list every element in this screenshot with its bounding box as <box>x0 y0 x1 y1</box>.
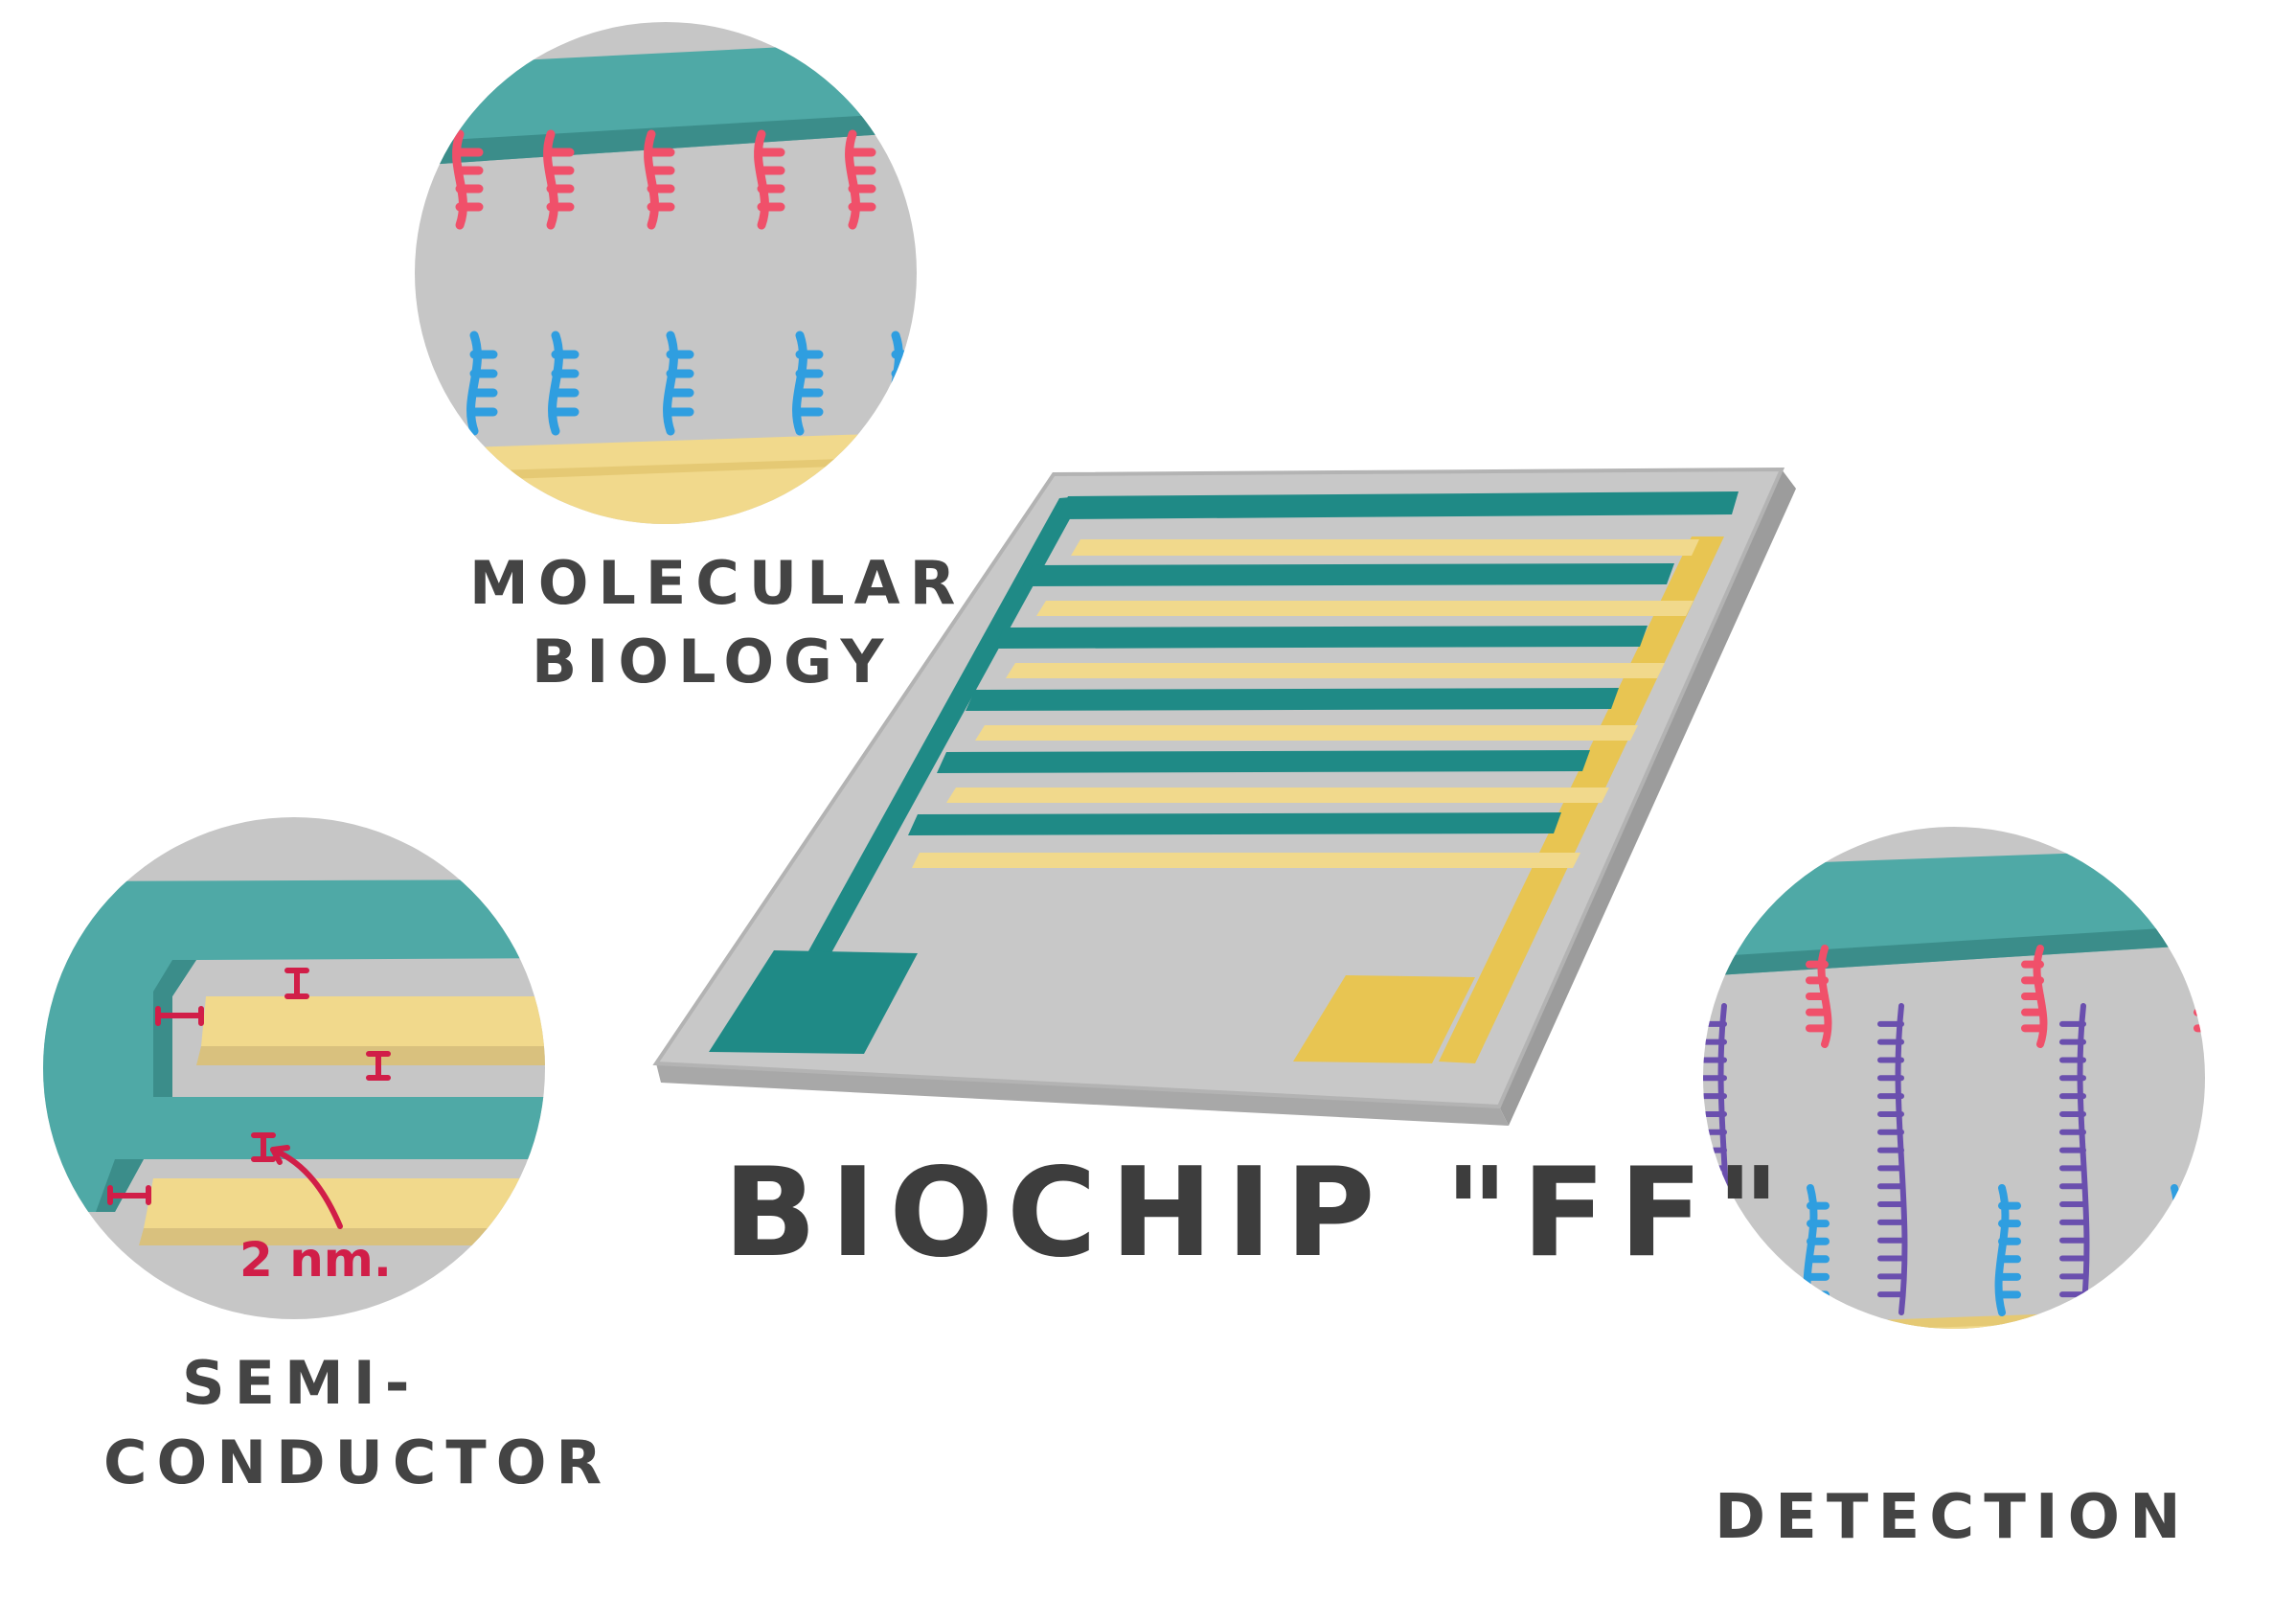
molecular-biology-label-line1: MOLECULAR <box>469 548 965 618</box>
gap-annotation-text: 2 nm. <box>239 1232 392 1288</box>
semiconductor-label-line1: SEMI- <box>182 1348 420 1418</box>
detection-label: DETECTION <box>1715 1482 2191 1553</box>
interdigitated-fingers <box>908 491 1739 868</box>
teal-contact-pad <box>709 950 918 1054</box>
probe-strands-red <box>452 129 876 230</box>
biochip-title: BIOCHIP "FF" <box>723 1142 1793 1285</box>
teal-electrode-spine <box>805 496 1082 958</box>
gold-contact-pad <box>1293 975 1475 1063</box>
semiconductor-label-line2: CONDUCTOR <box>103 1427 611 1497</box>
gap-annotation-marks <box>107 968 391 1229</box>
detection-magnifier <box>1703 827 2205 1329</box>
semiconductor-magnifier: 2 nm. <box>43 817 545 1319</box>
biochip-illustration <box>652 467 1796 1126</box>
molecular-biology-label-line2: BIOLOGY <box>532 627 893 696</box>
molecular-biology-magnifier <box>415 22 917 524</box>
